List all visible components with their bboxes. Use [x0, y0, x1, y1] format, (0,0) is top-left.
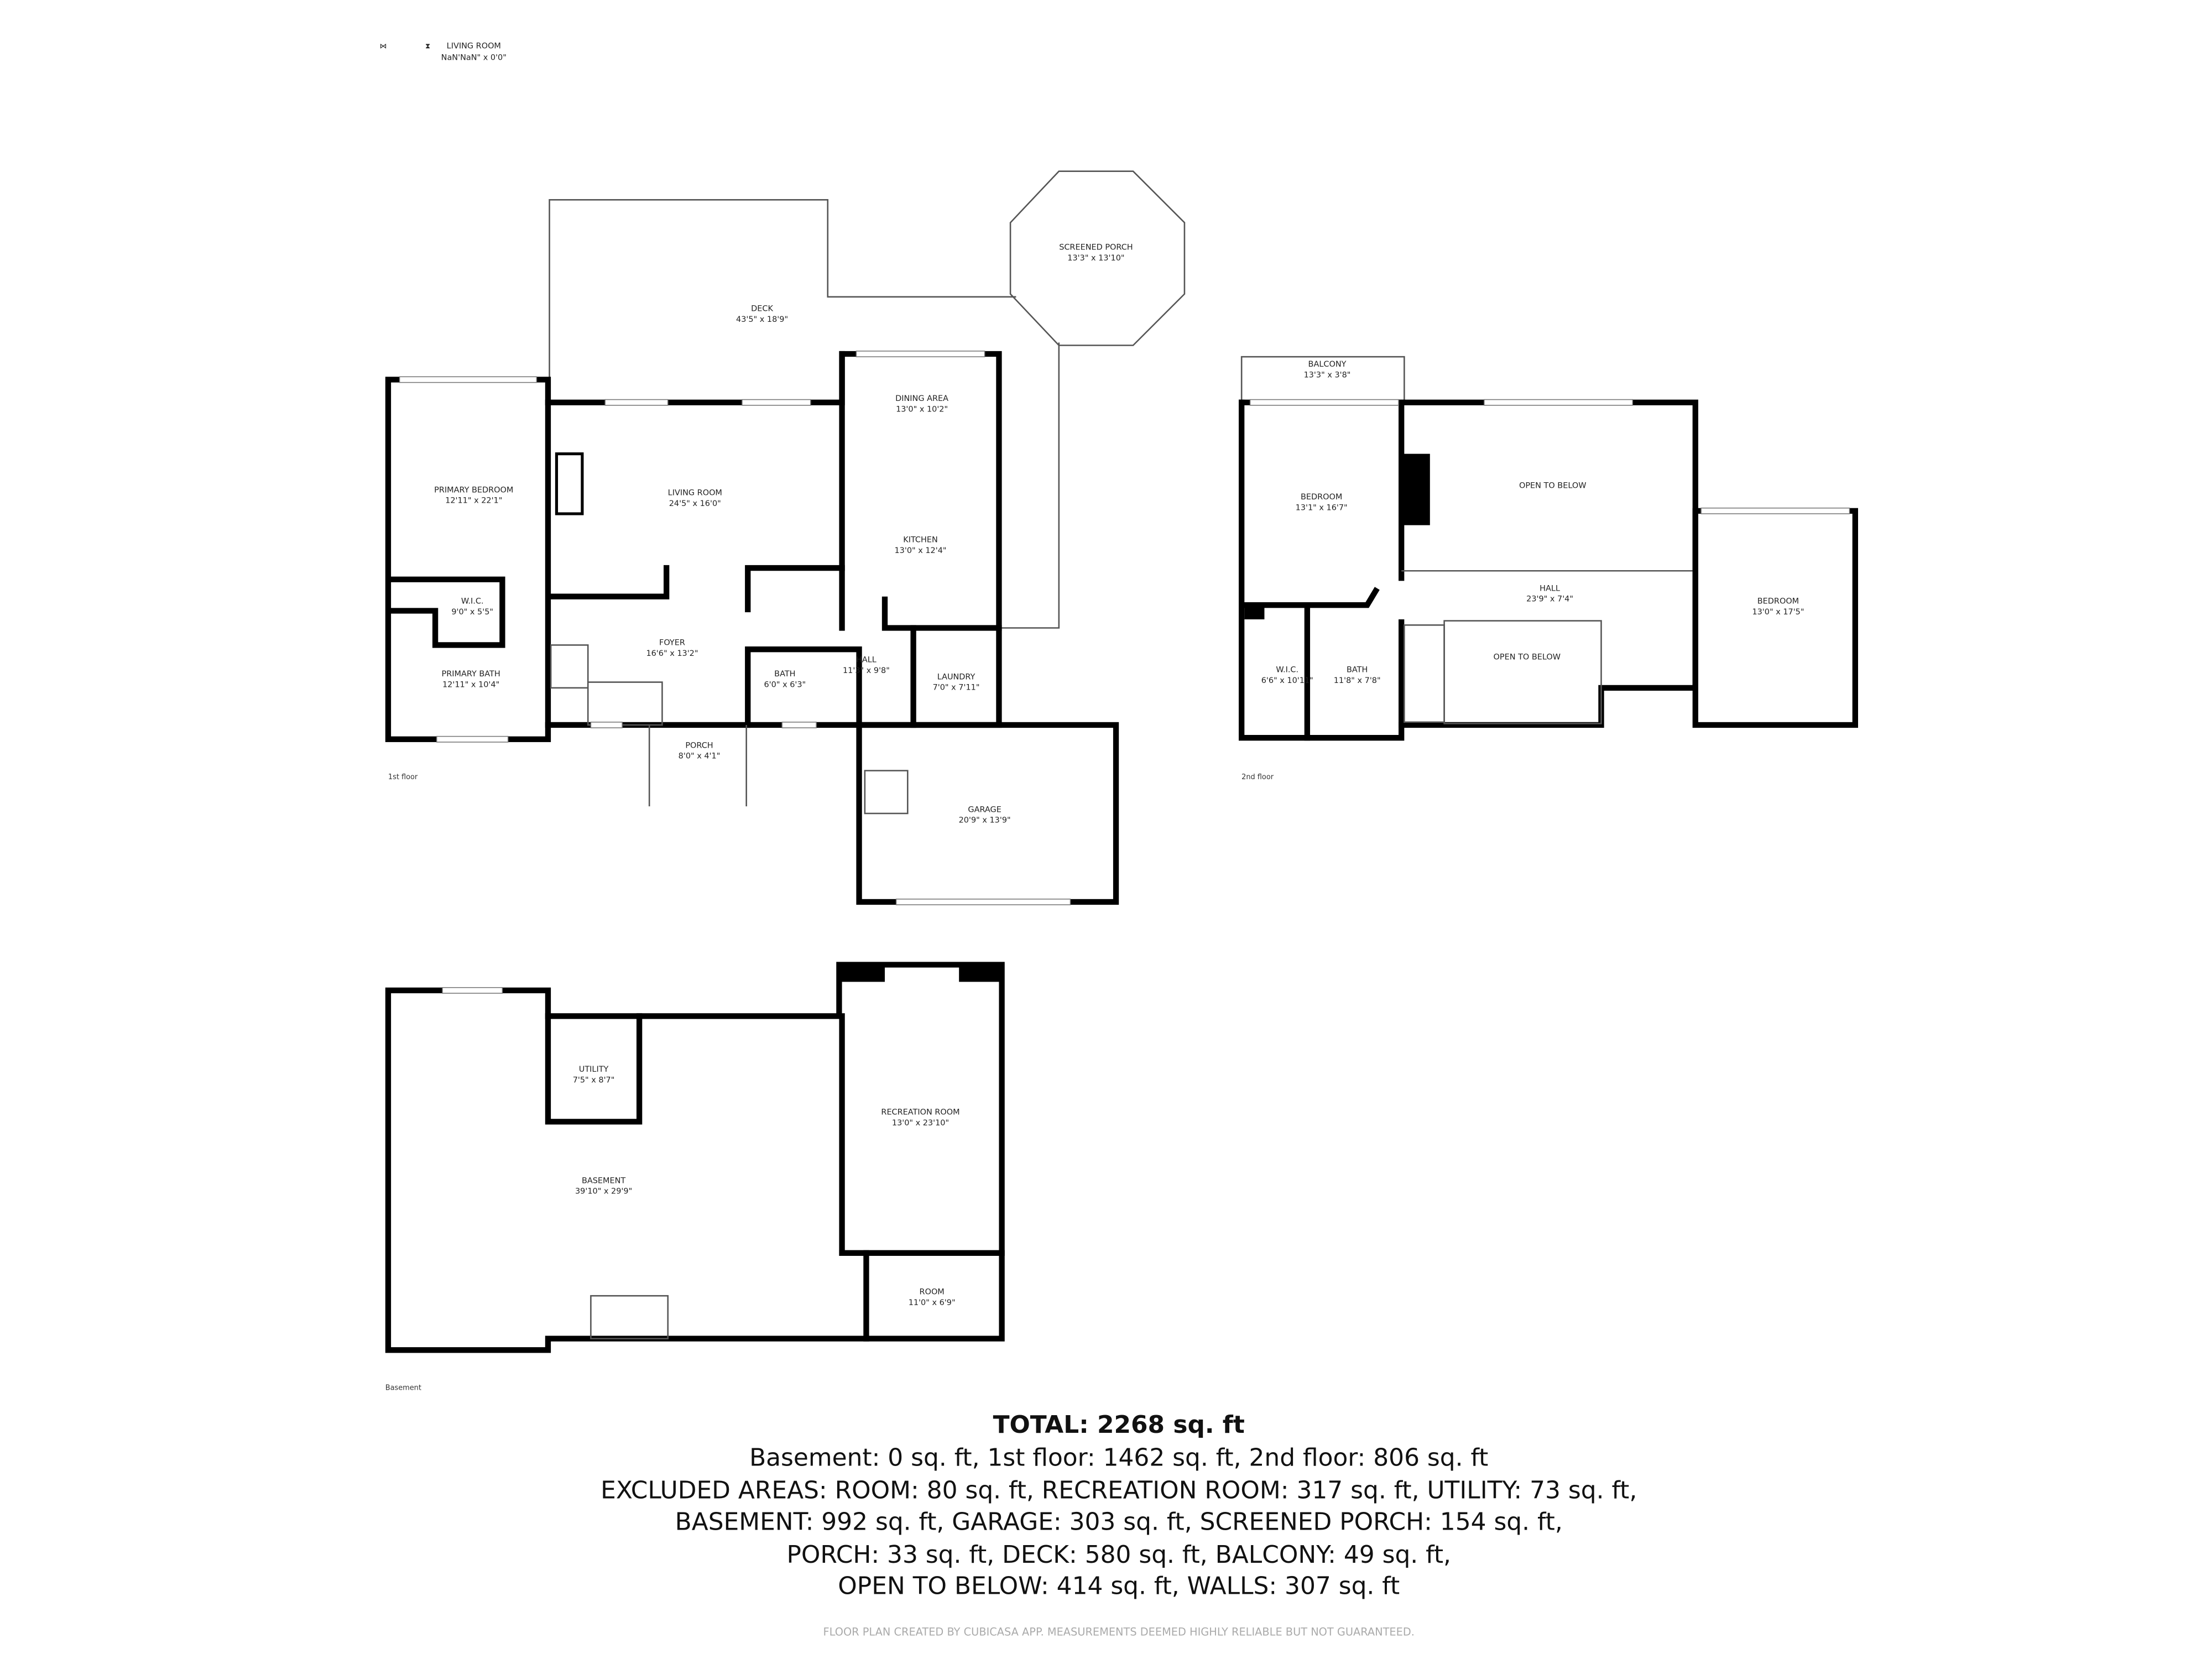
room-dimensions: 24'5" x 16'0" — [669, 499, 721, 508]
room-name: SCREENED PORCH — [1059, 243, 1133, 252]
wic-walls — [388, 576, 505, 648]
room-dimensions: 43'5" x 18'9" — [736, 315, 788, 324]
room-dimensions: 11'0" x 6'9" — [909, 1298, 956, 1307]
basement-walls — [385, 962, 1005, 1353]
room-dimensions: 16'6" x 13'2" — [646, 649, 698, 658]
column-block — [839, 964, 885, 982]
room-name: PORCH — [685, 741, 713, 750]
room-dimensions: 7'5" x 8'7" — [573, 1076, 615, 1084]
room-name: FOYER — [659, 638, 685, 647]
windows — [399, 351, 1071, 905]
open-to-below-outline — [1443, 620, 1602, 724]
room-name: HALL — [1540, 584, 1560, 593]
room-dimensions: 6'6" x 10'11" — [1261, 676, 1313, 685]
room-name: DECK — [751, 305, 773, 314]
wall — [1239, 399, 1405, 741]
room-dimensions: 13'3" x 3'8" — [1304, 371, 1351, 380]
stairs-icon — [550, 644, 909, 815]
wall — [547, 565, 670, 599]
room-dimensions: 13'0" x 23'10" — [892, 1119, 949, 1128]
dimension-marker-icon: ⋈ — [379, 43, 387, 51]
room-name: OPEN TO BELOW — [1494, 653, 1561, 661]
wall — [1241, 587, 1380, 608]
room-dimensions: 6'0" x 6'3" — [764, 681, 806, 690]
bath-walls — [745, 646, 862, 728]
wall — [881, 596, 1002, 631]
room-dimensions: 12'11" x 22'1" — [445, 497, 502, 505]
room-dimensions: 9'0" x 5'5" — [451, 608, 493, 617]
summary-line: Basement: 0 sq. ft, 1st floor: 1462 sq. … — [749, 1443, 1488, 1472]
column-block — [1244, 605, 1265, 619]
room-dimensions: 7'0" x 7'11" — [933, 684, 980, 692]
room-name: BALCONY — [1308, 360, 1347, 369]
basement-plan — [385, 962, 1005, 1353]
dimension-marker-icon: ⧗ — [425, 43, 430, 51]
summary-line: PORCH: 33 sq. ft, DECK: 580 sq. ft, BALC… — [786, 1541, 1451, 1569]
room-dimensions: 13'0" x 17'5" — [1752, 608, 1804, 617]
summary-line: EXCLUDED AREAS: ROOM: 80 sq. ft, RECREAT… — [601, 1477, 1637, 1505]
room-name: W.I.C. — [1276, 665, 1298, 674]
bedroom-walls — [1692, 508, 1858, 728]
room-dimensions: 8'0" x 4'1" — [679, 752, 721, 761]
footer-disclaimer: FLOOR PLAN CREATED BY CUBICASA APP. MEAS… — [823, 1625, 1415, 1638]
room-name: LAUNDRY — [937, 672, 975, 681]
deck-railing — [999, 342, 1060, 629]
room-name: BEDROOM — [1757, 597, 1799, 606]
room-dimensions: 13'0" x 10'2" — [896, 405, 948, 414]
room-name: LIVING ROOM — [668, 488, 722, 497]
summary-line: OPEN TO BELOW: 414 sq. ft, WALLS: 307 sq… — [838, 1572, 1400, 1600]
room-dimensions: 11'8" x 7'8" — [1334, 676, 1381, 685]
summary-line: BASEMENT: 992 sq. ft, GARAGE: 303 sq. ft… — [675, 1507, 1563, 1536]
stairs-icon — [590, 1295, 669, 1339]
room-dimensions: 11'3" x 9'8" — [843, 666, 890, 675]
total-area: TOTAL: 2268 sq. ft — [993, 1411, 1245, 1439]
stray-room-name: LIVING ROOM — [447, 42, 501, 51]
room-name: PRIMARY BATH — [442, 670, 500, 679]
chimney-block — [1401, 453, 1430, 525]
wall — [745, 565, 845, 613]
room-name: HALL — [856, 655, 877, 664]
room-name: KITCHEN — [903, 536, 938, 545]
room-name: GARAGE — [968, 805, 1001, 814]
room-name: UTILITY — [579, 1065, 609, 1074]
floor-label: 2nd floor — [1241, 773, 1274, 781]
floor-label: Basement — [385, 1384, 421, 1392]
room-dimensions: 39'10" x 29'9" — [575, 1187, 632, 1196]
room-name: BATH — [1347, 665, 1368, 674]
room-name: BEDROOM — [1301, 493, 1342, 502]
second-floor-plan — [1239, 356, 1858, 741]
room-name: W.I.C. — [461, 597, 484, 606]
room-dimensions: 13'3" x 13'10" — [1067, 254, 1124, 263]
room-name: OPEN TO BELOW — [1519, 482, 1587, 491]
floor-label: 1st floor — [388, 773, 418, 781]
room-name: BATH — [774, 670, 795, 679]
stray-room-dims: NaN'NaN" x 0'0" — [441, 53, 507, 62]
room-dimensions: 23'9" x 7'4" — [1526, 595, 1573, 604]
room-name: DINING AREA — [895, 394, 948, 403]
fireplace-icon — [555, 452, 584, 515]
room-dimensions: 12'11" x 10'4" — [442, 681, 499, 690]
room-name: BASEMENT — [582, 1176, 625, 1185]
room-name: ROOM — [920, 1288, 945, 1297]
stairs-icon — [1404, 624, 1445, 723]
screened-porch-outline — [1009, 170, 1186, 346]
column-block — [959, 964, 1002, 982]
first-floor-plan — [385, 170, 1186, 905]
room-name: PRIMARY BEDROOM — [434, 486, 513, 494]
room-dimensions: 13'0" x 12'4" — [894, 546, 946, 555]
room-dimensions: 13'1" x 16'7" — [1296, 504, 1348, 513]
utility-walls — [545, 1013, 643, 1125]
deck-outline — [549, 199, 1016, 403]
room-dimensions: 20'9" x 13'9" — [959, 816, 1011, 825]
room-name: RECREATION ROOM — [881, 1108, 959, 1117]
